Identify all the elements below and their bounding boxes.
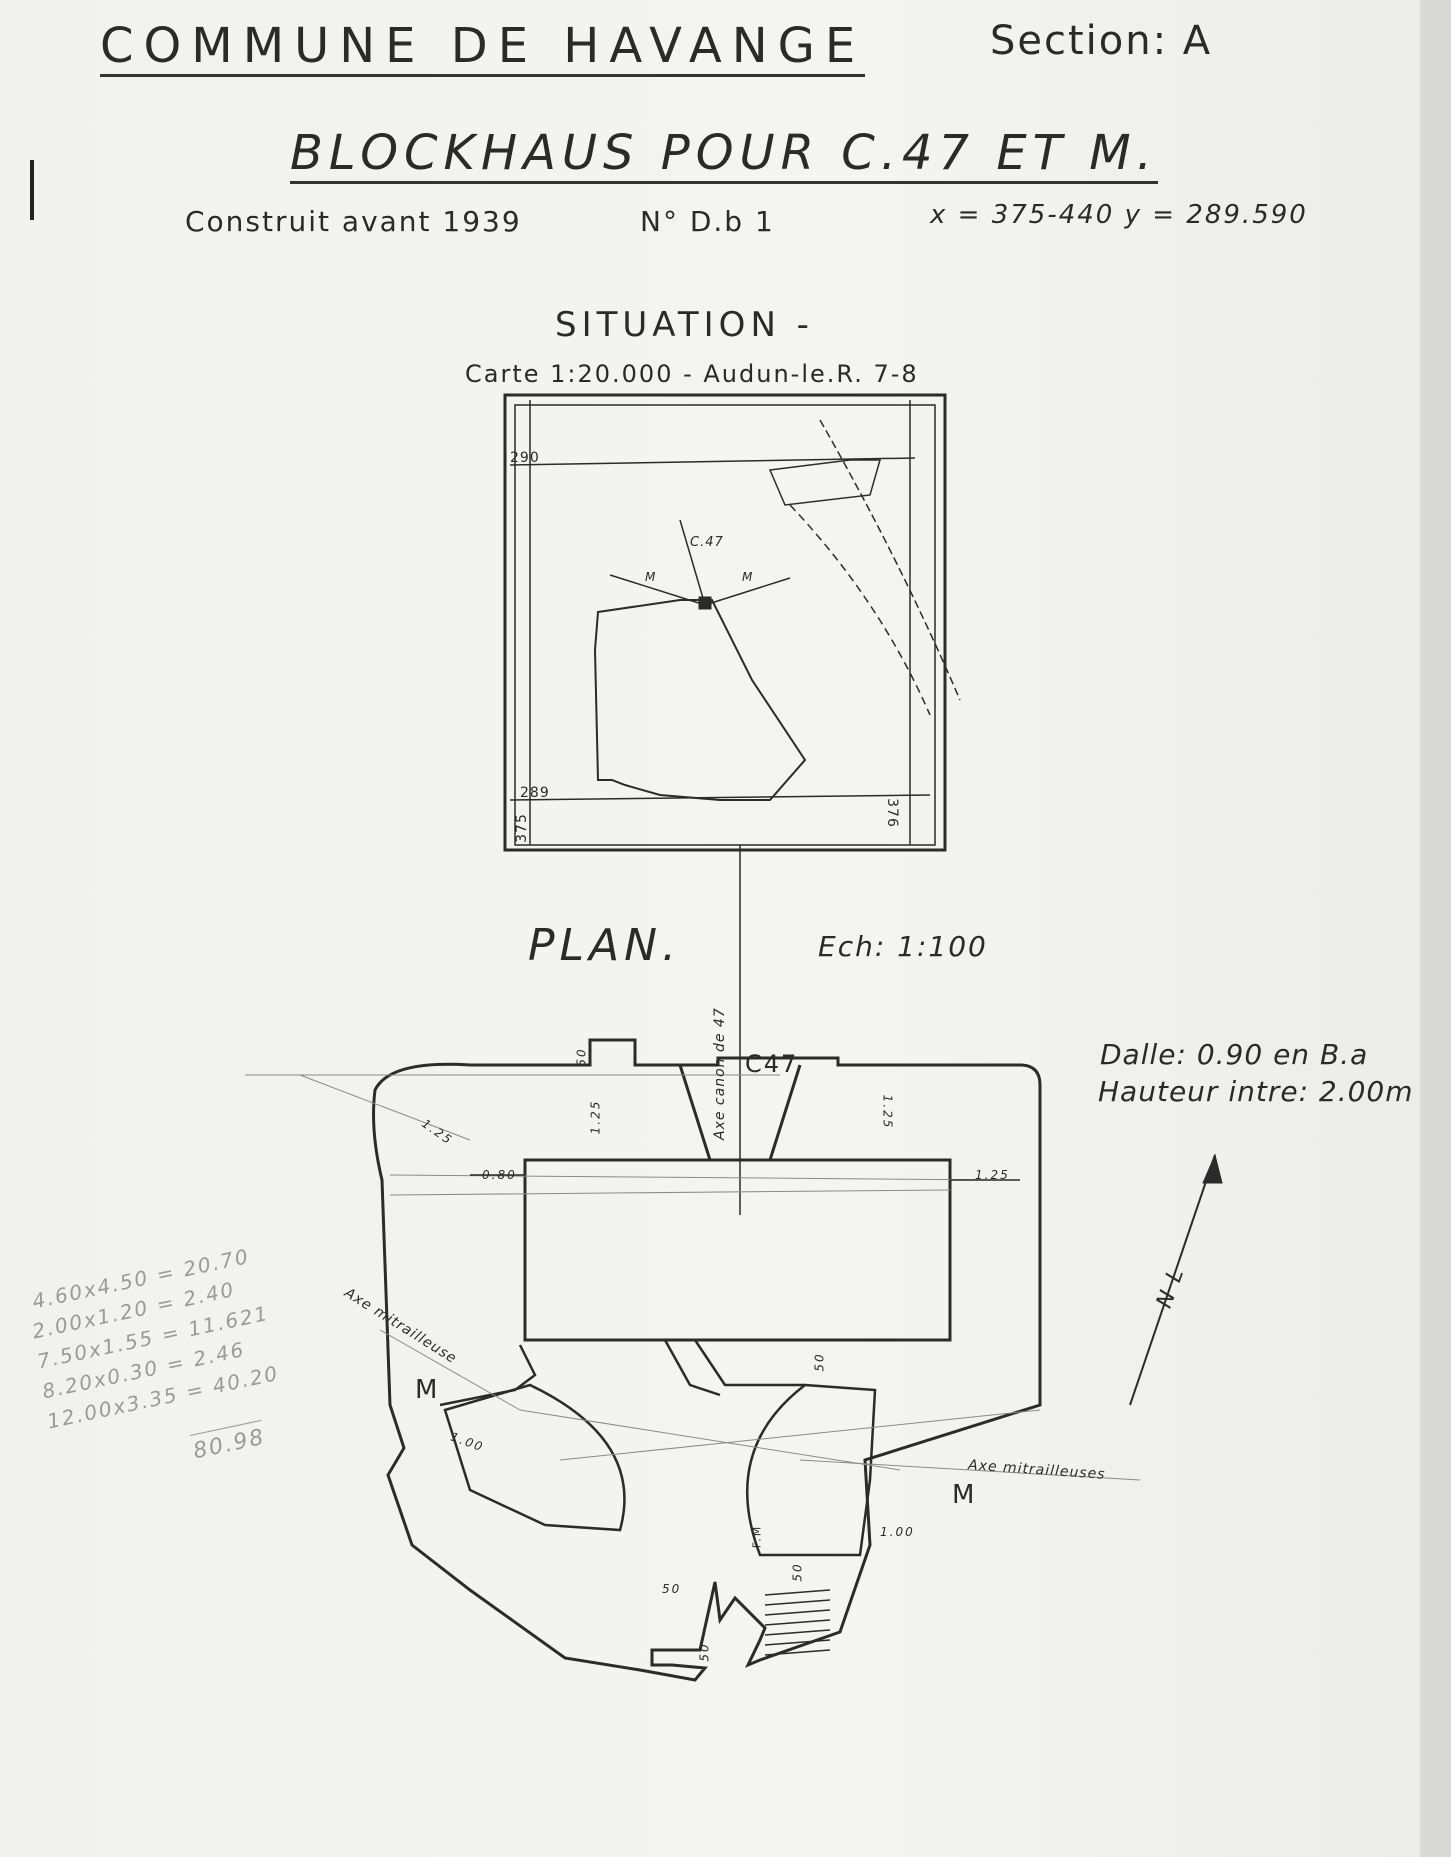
section-label: Section: A bbox=[990, 18, 1213, 64]
gun-embrasure bbox=[678, 1064, 802, 1162]
corridor-mid-left bbox=[663, 1339, 721, 1397]
plan-title: PLAN. bbox=[528, 920, 682, 971]
dim-125-left: 1.25 bbox=[588, 1099, 603, 1135]
m-left-label: M bbox=[415, 1375, 440, 1405]
construction-lines bbox=[245, 1074, 1141, 1481]
c47-label: C47 bbox=[745, 1050, 799, 1078]
north-arrow bbox=[1129, 1154, 1216, 1406]
axe-canon-label: Axe canon de 47 bbox=[712, 1007, 728, 1140]
wood-area bbox=[593, 599, 807, 801]
grid-line-290 bbox=[509, 457, 916, 466]
plan-outer-outline bbox=[372, 1038, 1042, 1682]
plan-scale: Ech: 1:100 bbox=[818, 930, 988, 963]
commune-title: COMMUNE DE HAVANGE bbox=[100, 18, 866, 77]
dim-080: 0.80 bbox=[482, 1168, 517, 1182]
hill-patch bbox=[768, 459, 881, 506]
map-reference: Carte 1:20.000 - Audun-le.R. 7-8 bbox=[465, 360, 919, 388]
blockhaus-title: BLOCKHAUS POUR C.47 ET M. bbox=[290, 125, 1158, 184]
sheet-edge bbox=[1420, 0, 1451, 1857]
dim-50-a: 50 bbox=[662, 1582, 682, 1596]
map-inner-frame bbox=[514, 404, 936, 846]
m-right-arrow bbox=[704, 577, 791, 606]
map-label-m-left: M bbox=[645, 570, 658, 584]
grid-label-375: 375 bbox=[513, 813, 530, 843]
corridor-mid-right bbox=[693, 1339, 805, 1387]
dim-50-mid: 50 bbox=[812, 1352, 827, 1372]
mg-room-left bbox=[443, 1383, 626, 1532]
main-room bbox=[523, 1158, 952, 1342]
dim-50-b: 50 bbox=[790, 1562, 805, 1582]
fm-label: F.M bbox=[750, 1524, 764, 1549]
grid-line-289 bbox=[509, 794, 931, 801]
grid-label-376: 376 bbox=[883, 798, 900, 828]
m-left-arrow bbox=[609, 574, 706, 606]
number-label: N° D.b 1 bbox=[640, 205, 775, 238]
map-label-c47: C.47 bbox=[690, 535, 724, 550]
dim-50-c: 50 bbox=[697, 1642, 712, 1662]
dim-125-side: 1.25 bbox=[975, 1168, 1010, 1182]
coords-label: x = 375-440 y = 289.590 bbox=[930, 200, 1308, 230]
map-label-m-right: M bbox=[742, 570, 755, 584]
margin-mark bbox=[30, 160, 34, 220]
rail-curve bbox=[789, 504, 931, 716]
grid-label-290: 290 bbox=[510, 450, 540, 466]
road-curve bbox=[819, 419, 961, 701]
built-label: Construit avant 1939 bbox=[185, 205, 522, 238]
blockhaus-location bbox=[698, 596, 712, 610]
grid-label-289: 289 bbox=[520, 785, 550, 801]
dim-50-top: 50 bbox=[574, 1047, 589, 1067]
dim-100-right: 1.00 bbox=[880, 1525, 915, 1539]
dim-125-right: 1.25 bbox=[880, 1094, 895, 1130]
map-frame bbox=[503, 393, 947, 852]
situation-title: SITUATION - bbox=[555, 305, 814, 345]
corridor-left bbox=[439, 1344, 537, 1407]
m-right-label: M bbox=[952, 1480, 977, 1510]
mg-room-right bbox=[745, 1383, 877, 1557]
hauteur-label: Hauteur intre: 2.00m bbox=[1098, 1075, 1414, 1108]
north-arrowhead bbox=[1202, 1153, 1223, 1184]
stairs bbox=[764, 1589, 831, 1656]
c47-direction-arrow bbox=[679, 519, 706, 606]
dalle-label: Dalle: 0.90 en B.a bbox=[1100, 1038, 1369, 1071]
